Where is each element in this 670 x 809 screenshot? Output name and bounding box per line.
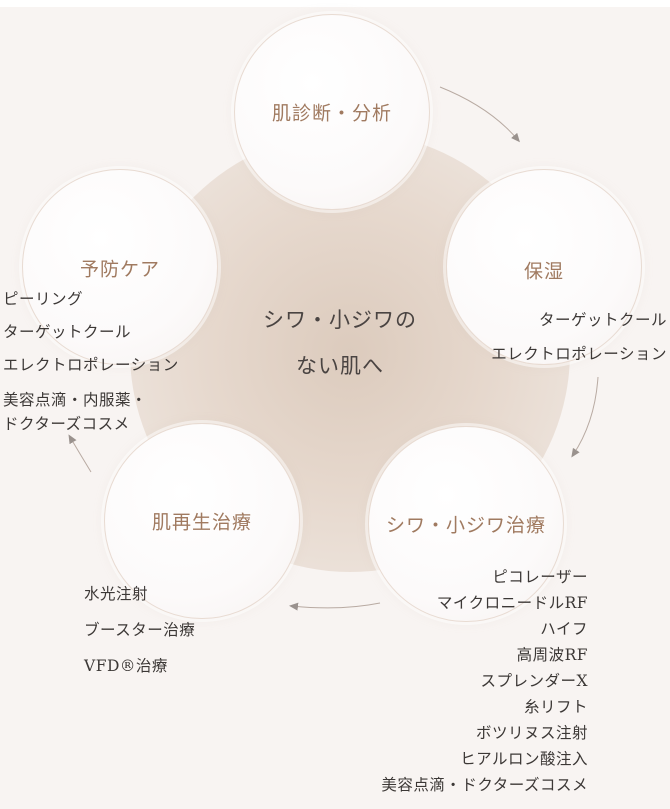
node-prevention: 予防ケア [22,169,218,365]
list-item: VFD®治療 [84,657,168,675]
list-item: ハイフ [540,620,588,638]
list-item: ターゲットクール [538,311,667,329]
arrow-up-icon [68,434,92,473]
list-item: ターゲットクール [3,323,132,341]
node-prevention-label: 予防ケア [79,258,160,281]
node-diagnosis: 肌診断・分析 [234,14,430,210]
list-item: ピーリング [3,290,84,308]
list-item: 糸リフト [523,698,588,716]
list-item: エレクトロポレーション [491,345,667,363]
cycle-arrows [68,86,599,611]
node-moisture-label: 保湿 [523,260,564,283]
regeneration-treatments: 水光注射 ブースター治療 VFD®治療 [84,576,195,684]
list-item: エレクトロポレーション [3,356,179,374]
list-item: 美容点滴・内服薬・ ドクターズコスメ [3,388,179,436]
node-regeneration-label: 肌再生治療 [151,511,252,534]
center-goal-line2: ない肌へ [296,354,384,378]
node-diagnosis-label: 肌診断・分析 [271,102,392,125]
node-regeneration: 肌再生治療 [104,423,300,619]
node-moisture: 保湿 [446,169,642,365]
center-goal: シワ・小ジワの ない肌へ [240,297,440,389]
node-wrinkle-label: シワ・小ジワ治療 [385,514,546,537]
list-item: スプレンダーX [480,672,588,690]
prevention-treatments: ピーリング ターゲットクール エレクトロポレーション 美容点滴・内服薬・ ドクタ… [3,283,179,436]
list-item-line: ドクターズコスメ [3,415,130,433]
arrow-left-icon [289,602,381,611]
list-item: 水光注射 [84,585,149,603]
node-wrinkle-treatment: シワ・小ジワ治療 [368,426,564,622]
list-item: ブースター治療 [84,621,196,639]
moisture-treatments: ターゲットクール エレクトロポレーション [491,303,667,371]
arrow-right-icon [439,86,520,143]
cycle-diagram: シワ・小ジワの ない肌へ 肌診断・分析 保湿 シワ・小ジワ治療 肌再生治療 予防… [0,7,670,809]
wrinkle-treatments: ピコレーザー マイクロニードルRF ハイフ 高周波RF スプレンダーX 糸リフト… [381,564,588,798]
list-item: ボツリヌス注射 [475,724,588,742]
list-item: 美容点滴・ドクターズコスメ [381,776,588,794]
center-goal-line1: シワ・小ジワの [263,308,417,332]
list-item: マイクロニードルRF [436,594,588,612]
list-item: ヒアルロン酸注入 [460,750,588,768]
list-item: ピコレーザー [492,568,588,586]
list-item: 高周波RF [516,646,588,664]
arrow-down-icon [571,376,599,458]
list-item-line: 美容点滴・内服薬・ [3,391,148,409]
